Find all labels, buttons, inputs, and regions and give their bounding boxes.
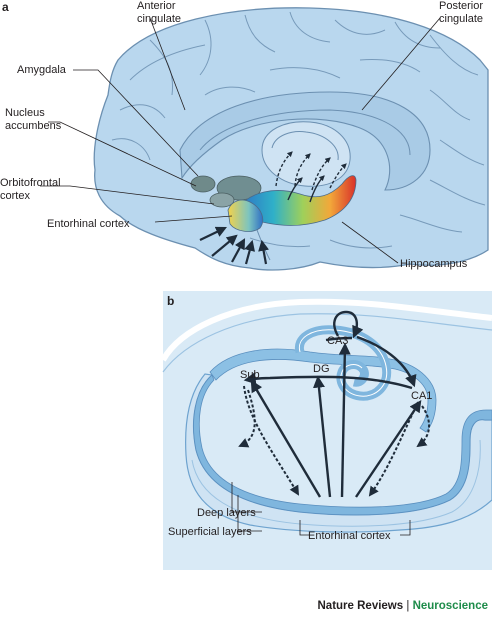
label-orbitofrontal-2: cortex	[0, 190, 30, 202]
label-deep-layers: Deep layers	[197, 507, 256, 519]
credit-separator: |	[406, 600, 410, 612]
hippocampal-band	[209, 348, 437, 433]
svg-text:Nucleus accumbens: Nucleus accumbens	[5, 107, 62, 132]
circuit-arrows-a	[275, 151, 347, 203]
gyri-lines	[111, 11, 486, 249]
label-ca1: CA1	[411, 390, 432, 402]
label-superficial-layers: Superficial layers	[168, 526, 252, 538]
label-posterior-cingulate-1: Posterior	[439, 0, 483, 12]
label-entorhinal-a: Entorhinal cortex	[47, 218, 130, 230]
orbitofrontal-structure	[209, 192, 235, 208]
ca3-recurrent-arrow	[333, 310, 364, 339]
label-nucleus-accumbens-2: accumbens	[5, 120, 62, 132]
svg-text:Posterior cingulate: Posterior cingulate	[439, 0, 486, 25]
label-amygdala: Amygdala	[17, 64, 67, 76]
panel-a-letter: a	[2, 0, 9, 14]
circuit-arrows-b	[243, 335, 422, 498]
label-anterior-cingulate-1: Anterior	[137, 0, 176, 12]
leader-lines-b	[231, 482, 411, 536]
credit-journal: Nature Reviews	[317, 600, 404, 612]
panel-b: b	[160, 291, 492, 570]
label-hippocampus: Hippocampus	[400, 258, 468, 270]
label-sub: Sub	[240, 369, 260, 381]
nucleus-accumbens-structure	[190, 175, 216, 193]
panel-a: a	[0, 0, 489, 271]
label-posterior-cingulate-2: cingulate	[439, 13, 483, 25]
svg-text:Orbitofrontal cortex: Orbitofrontal cortex	[0, 177, 64, 202]
svg-text:Anterior cingulate: Anterior cingulate	[137, 0, 181, 25]
label-anterior-cingulate-2: cingulate	[137, 13, 181, 25]
label-ca3: CA3	[327, 335, 348, 347]
leader-lines-a	[40, 17, 441, 264]
label-dg: DG	[313, 363, 330, 375]
label-entorhinal-b: Entorhinal cortex	[308, 530, 391, 542]
journal-credit: Nature Reviews | Neuroscience	[318, 600, 489, 612]
label-orbitofrontal-1: Orbitofrontal	[0, 177, 61, 189]
credit-section: Neuroscience	[412, 600, 488, 612]
return-arrows-b	[238, 385, 430, 497]
input-arrows-a	[199, 226, 269, 265]
panel-b-letter: b	[167, 294, 174, 308]
label-nucleus-accumbens-1: Nucleus	[5, 107, 45, 119]
corpus-callosum	[179, 91, 431, 191]
entorhinal-structure	[227, 199, 264, 232]
